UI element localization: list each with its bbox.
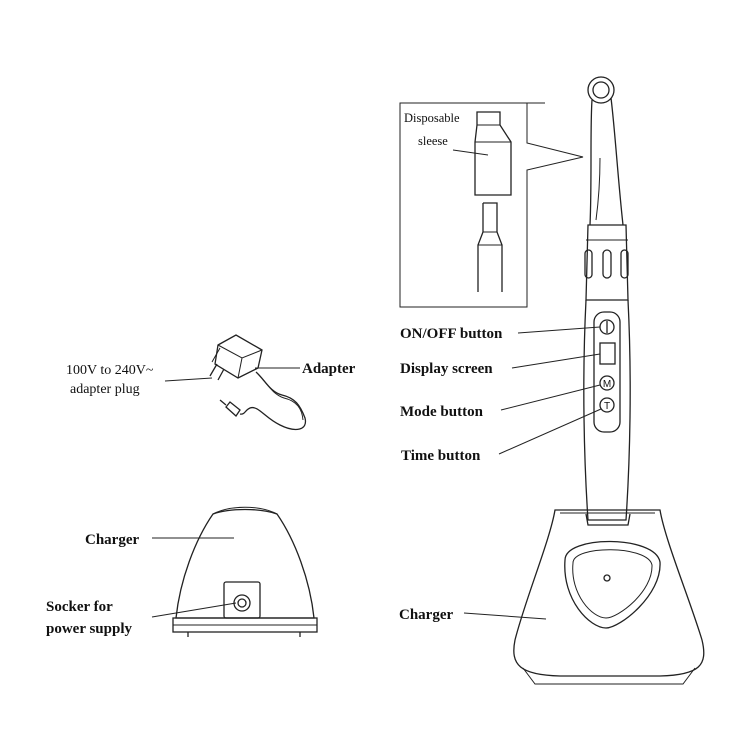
charger-base-right: Charger [399,509,705,685]
label-adapter-plug: adapter plug [70,382,140,397]
light-head-ring [587,76,615,104]
label-socket-line2: power supply [46,621,133,637]
handpiece-neck [589,97,624,226]
label-display-screen: Display screen [400,361,493,377]
charger-indicator [603,574,611,582]
mode-button[interactable]: M [599,375,615,391]
label-disposable: Disposable [404,111,460,125]
label-voltage: 100V to 240V~ [66,363,154,378]
handpiece-labels: ON/OFF button Display screen Mode button… [400,326,602,464]
sleeve-shape [474,111,512,196]
label-charger-left: Charger [85,532,139,548]
label-charger-right: Charger [399,607,453,623]
charger-left-body [175,508,315,619]
curing-light-handpiece: M T [583,76,631,521]
power-socket-housing [223,581,261,619]
label-socket-line1: Socker for [46,599,113,615]
grip-slot-left [584,249,593,279]
time-button-glyph: T [604,401,610,412]
time-button[interactable]: T [599,397,615,413]
label-mode-button: Mode button [400,404,484,420]
mode-button-glyph: M [603,379,611,390]
grip-slot-right [620,249,629,279]
power-adapter: Adapter 100V to 240V~ adapter plug [66,334,356,431]
label-adapter: Adapter [302,361,356,377]
power-socket [233,594,251,612]
grip-slot-middle [602,249,612,279]
sleeve-inset: Disposable sleese [399,102,584,308]
label-on-off: ON/OFF button [400,326,503,342]
control-panel [593,311,621,433]
charger-shield [564,540,661,629]
handpiece-body [583,299,631,521]
label-sleese: sleese [418,134,448,148]
display-screen [599,342,616,365]
label-time-button: Time button [401,448,481,464]
on-off-button[interactable] [599,319,615,335]
charger-left: Charger Socker for power supply [46,506,318,637]
light-guide-tip [477,202,503,292]
adapter-cable [239,371,307,431]
dc-plug [225,401,241,417]
charger-base-body [513,509,705,677]
